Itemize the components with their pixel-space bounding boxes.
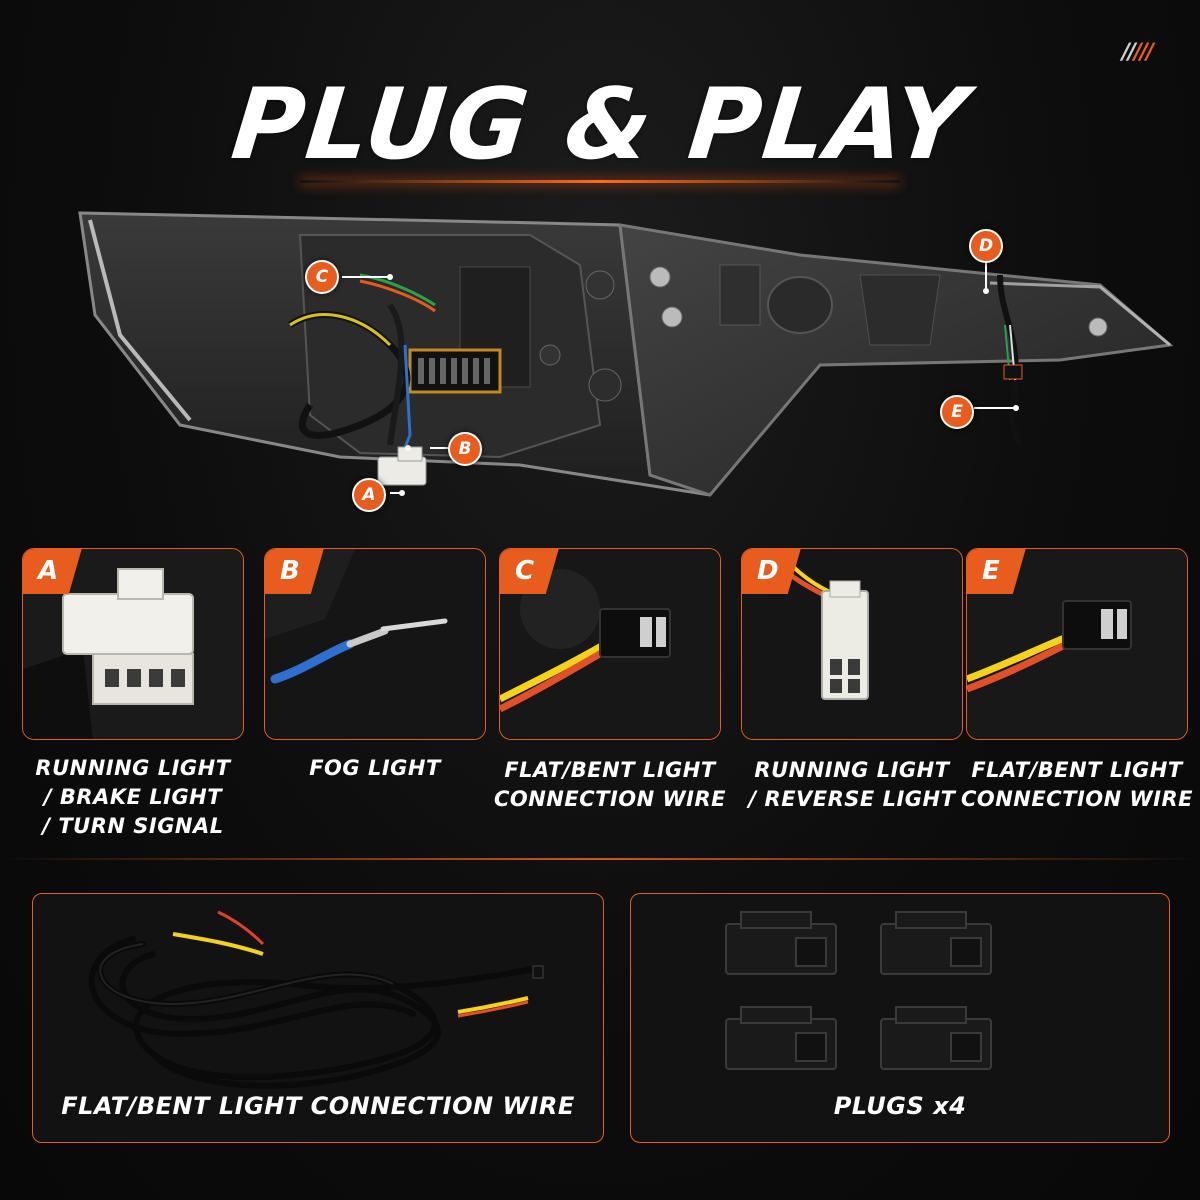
connector-label-b-line1: FOG LIGHT: [309, 756, 441, 780]
wire-harness-image: [88, 910, 544, 1089]
connector-label-d-line2: / REVERSE LIGHT: [748, 787, 956, 811]
connector-label-d: RUNNING LIGHT / REVERSE LIGHT: [732, 756, 972, 814]
plug-2: [880, 911, 992, 975]
black-2-pin-connector-image: [500, 549, 720, 739]
callout-c: C: [305, 260, 339, 294]
callout-e: E: [940, 395, 974, 429]
callout-d: D: [969, 229, 1003, 263]
plug-1: [725, 911, 837, 975]
wire-harness-panel: FLAT/BENT LIGHT CONNECTION WIRE: [32, 893, 604, 1143]
connector-label-a: RUNNING LIGHT / BRAKE LIGHT / TURN SIGNA…: [13, 754, 253, 841]
connector-card-d: D: [741, 548, 963, 740]
plug-3: [725, 1006, 837, 1070]
connector-card-a: A: [22, 548, 244, 740]
plugs-label: PLUGS x4: [833, 1092, 967, 1120]
connector-label-a-line3: / TURN SIGNAL: [42, 814, 224, 838]
connector-label-a-line2: / BRAKE LIGHT: [43, 785, 223, 809]
connector-label-c-line1: FLAT/BENT LIGHT: [504, 758, 716, 782]
page-title: PLUG & PLAY: [226, 68, 974, 182]
section-divider: [0, 858, 1200, 860]
plugs-image: [725, 911, 992, 1070]
wire-harness-label: FLAT/BENT LIGHT CONNECTION WIRE: [61, 1092, 575, 1120]
connector-label-c-line2: CONNECTION WIRE: [493, 787, 727, 811]
corner-hatch-decoration: /////: [1121, 40, 1154, 65]
connector-label-e-line1: FLAT/BENT LIGHT: [971, 758, 1183, 782]
connector-label-e-line2: CONNECTION WIRE: [960, 787, 1194, 811]
connector-label-a-line1: RUNNING LIGHT: [35, 756, 231, 780]
connector-card-e: E: [966, 548, 1188, 740]
connector-card-c: C: [499, 548, 721, 740]
connector-badge-a: A: [23, 549, 82, 594]
connector-label-d-line1: RUNNING LIGHT: [754, 758, 950, 782]
connector-label-c: FLAT/BENT LIGHT CONNECTION WIRE: [490, 756, 730, 814]
title-glow-line: [300, 180, 900, 183]
connector-label-b: FOG LIGHT: [255, 754, 495, 783]
white-3-pin-connector-image: [742, 549, 962, 739]
connector-card-b: B: [264, 548, 486, 740]
connector-label-e: FLAT/BENT LIGHT CONNECTION WIRE: [957, 756, 1197, 814]
tail-light-assembly-image: [78, 211, 1174, 497]
callout-a: A: [352, 478, 386, 512]
callout-b: B: [448, 432, 482, 466]
plugs-panel: PLUGS x4: [630, 893, 1170, 1143]
plug-4: [880, 1006, 992, 1070]
